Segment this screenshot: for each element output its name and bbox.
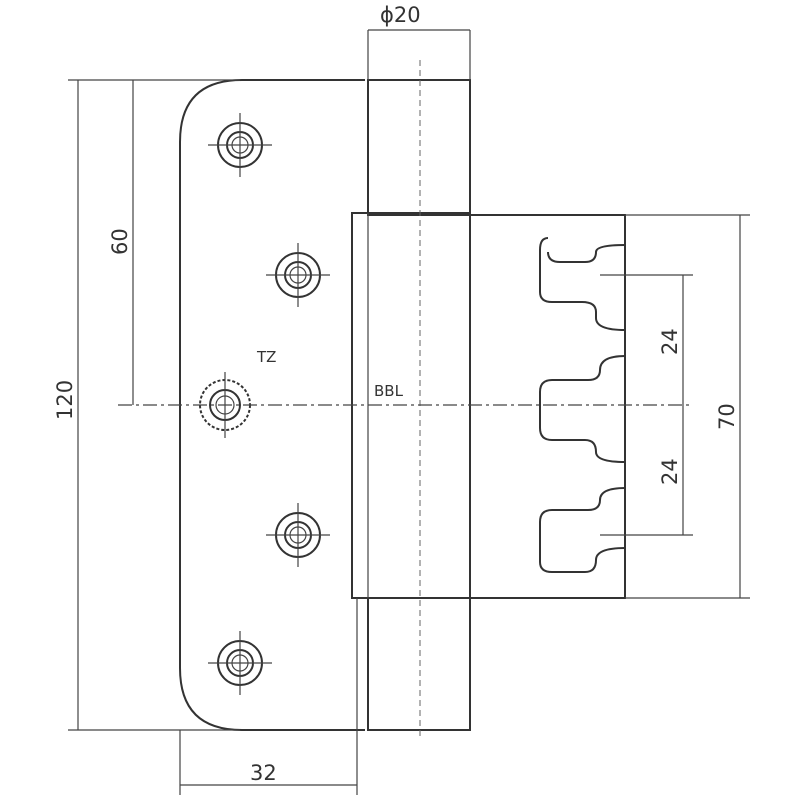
dimension-70: 70: [715, 403, 739, 430]
right-leaf: [470, 214, 626, 599]
dimension-lines: [68, 29, 750, 795]
screw-hole-4: [266, 503, 330, 567]
dimension-diameter: ϕ20: [380, 3, 421, 27]
label-tz: TZ: [256, 348, 276, 366]
dimension-120: 120: [53, 380, 77, 420]
screw-hole-5: [208, 631, 272, 695]
screw-hole-1: [208, 113, 272, 177]
dimension-24-lower: 24: [658, 458, 682, 485]
dimension-24-upper: 24: [658, 328, 682, 355]
dimension-60: 60: [108, 228, 132, 255]
dimension-32: 32: [250, 761, 277, 785]
label-bbl: BBL: [374, 382, 404, 400]
knuckle: [351, 30, 471, 740]
screw-hole-2: [266, 243, 330, 307]
screw-holes: [199, 113, 330, 695]
